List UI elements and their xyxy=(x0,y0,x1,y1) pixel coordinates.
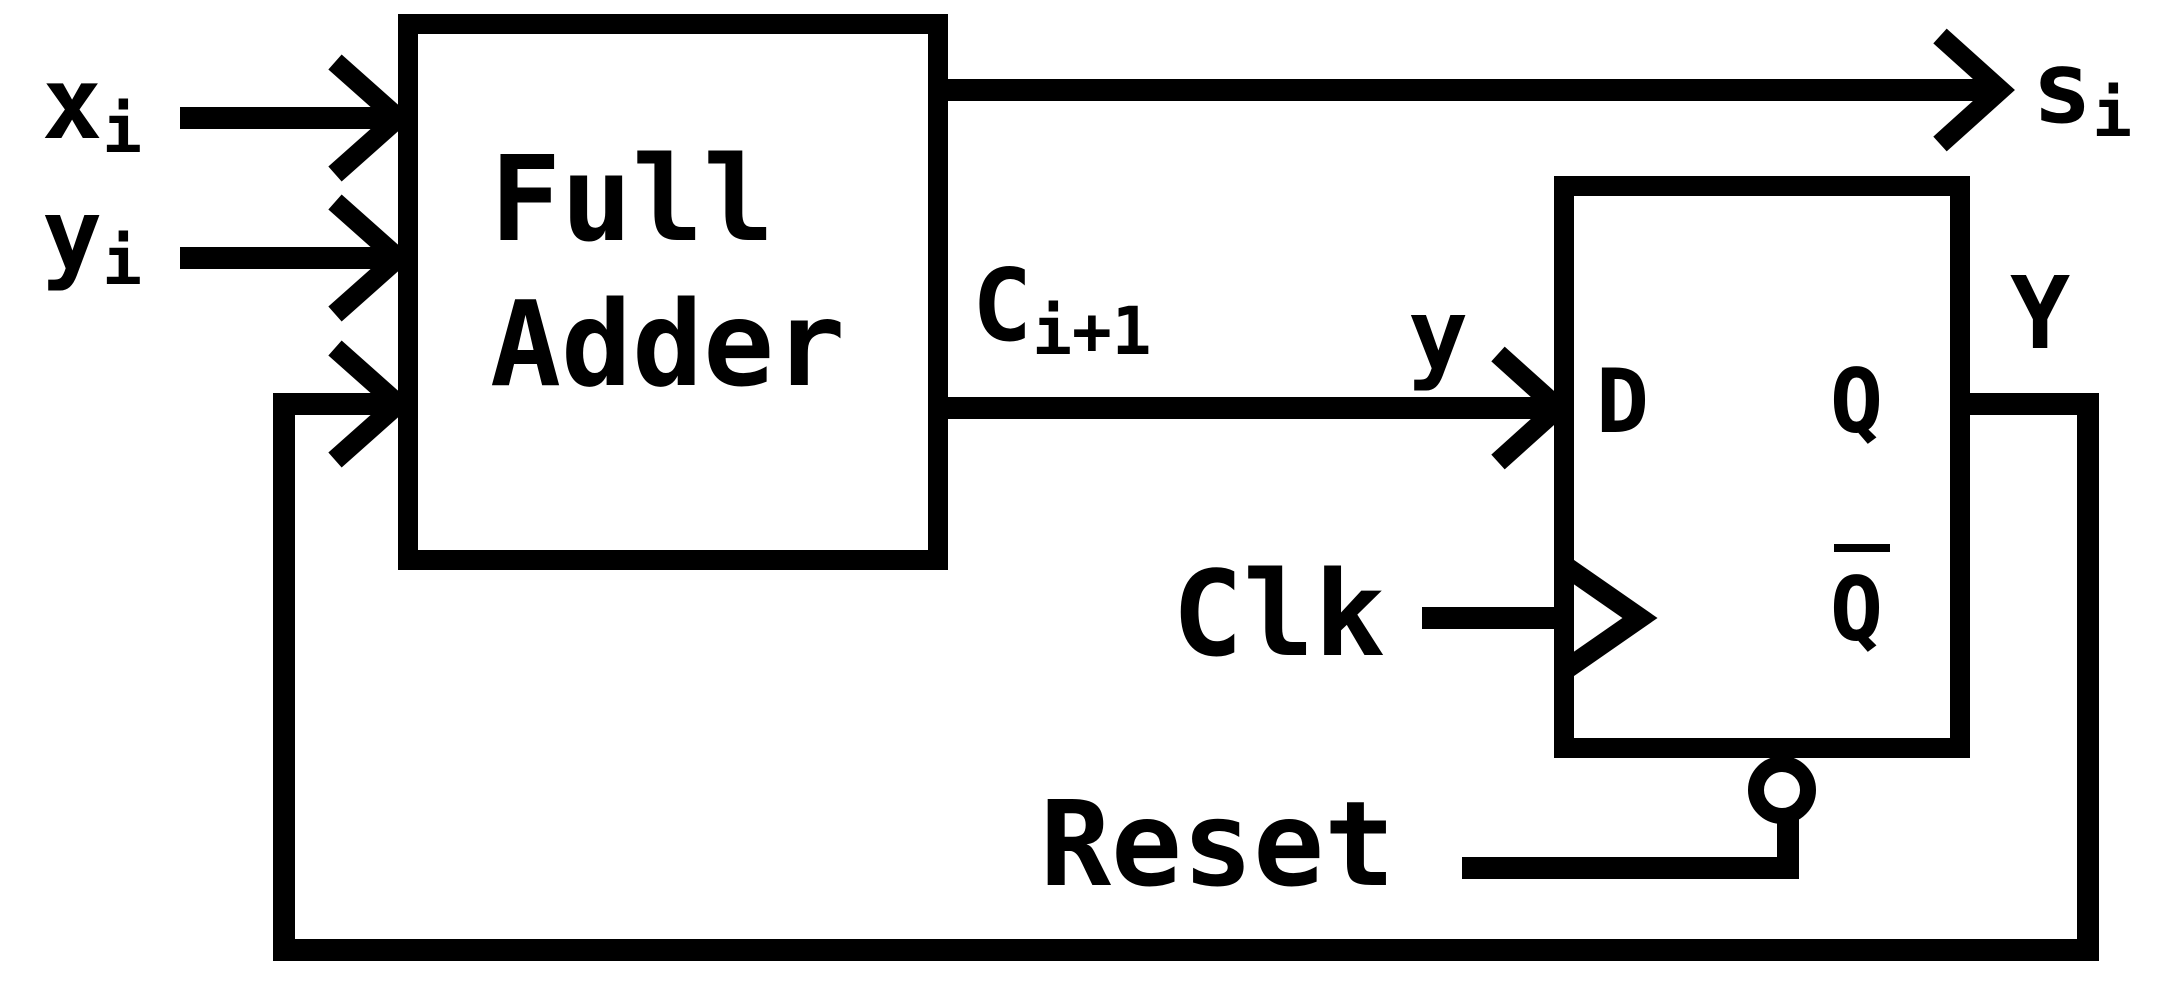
flip-flop-qbar-pin: Q xyxy=(1830,558,1883,661)
feedback-loop-wire xyxy=(273,393,2099,961)
d-flip-flop-block xyxy=(1554,176,1970,758)
input-y-label: yi xyxy=(42,177,142,300)
carry-in-arrowhead xyxy=(328,340,414,468)
reset-wire xyxy=(1462,816,1799,879)
carry-output-label: Ci+1 xyxy=(972,247,1151,370)
full-adder-label-line1: Full xyxy=(490,130,774,268)
flip-flop-d-pin: D xyxy=(1596,350,1649,453)
sum-output-label: si xyxy=(2032,29,2132,152)
flip-flop-q-pin: Q xyxy=(1830,350,1883,453)
input-x-label: xi xyxy=(42,45,142,168)
full-adder-label-line2: Adder xyxy=(490,275,845,413)
present-state-Y-label: Y xyxy=(2010,255,2070,372)
clock-label: Clk xyxy=(1172,545,1385,683)
reset-label: Reset xyxy=(1040,775,1395,913)
input-x-arrowhead xyxy=(328,54,414,182)
next-state-y-label: y xyxy=(1408,277,1468,394)
reset-inversion-bubble-icon xyxy=(1748,756,1816,824)
input-y-arrowhead xyxy=(328,194,414,322)
full-adder-block xyxy=(398,14,948,570)
clock-input-triangle-icon xyxy=(1562,559,1658,677)
sum-output-arrowhead xyxy=(1933,28,2015,152)
